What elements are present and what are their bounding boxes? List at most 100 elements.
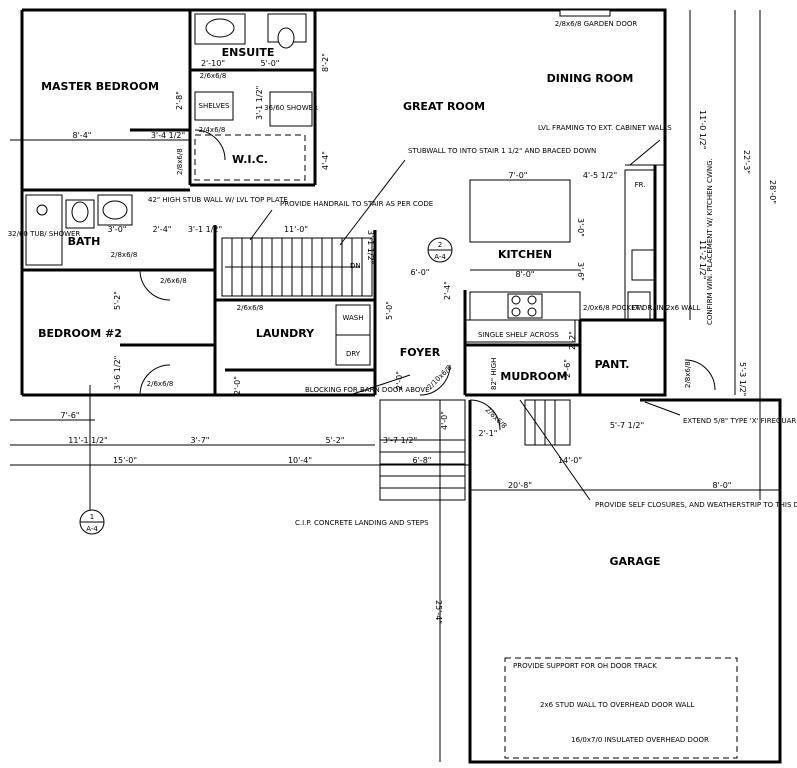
dimension-label: 11'-1 1/2" bbox=[68, 436, 107, 445]
garden-door[interactable] bbox=[559, 9, 611, 17]
dimension-label: 5'-0" bbox=[385, 301, 394, 320]
dimension-label: 22'-3" bbox=[742, 150, 751, 174]
section-marker-2[interactable]: 2 A-4 bbox=[427, 237, 453, 263]
dimension-label: 10'-4" bbox=[288, 456, 312, 465]
note-concrete: C.I.P. CONCRETE LANDING AND STEPS bbox=[295, 519, 429, 527]
dimension-lines bbox=[10, 10, 780, 762]
room-wic: W.I.C. bbox=[232, 153, 268, 166]
dimension-label: 3'-4 1/2" bbox=[151, 131, 185, 140]
room-laundry: LAUNDRY bbox=[256, 327, 315, 340]
room-dining-room: DINING ROOM bbox=[547, 72, 634, 85]
fixtures bbox=[25, 13, 738, 759]
dimension-label: 5'-2" bbox=[326, 436, 345, 445]
room-master-bedroom: MASTER BEDROOM bbox=[41, 80, 159, 93]
dimension-label: 2'-8" bbox=[175, 91, 184, 110]
note-confirm-window: CONFIRM WIN. PLACEMENT W/ KITCHEN CWNG. bbox=[706, 158, 714, 325]
dimension-label: 11'-0 1/2" bbox=[698, 110, 707, 149]
room-labels: ENSUITE MASTER BEDROOM GREAT ROOM DINING… bbox=[8, 46, 661, 568]
dimension-label: 3'-0" bbox=[576, 218, 585, 237]
dimension-label: 5'-3 1/2" bbox=[738, 362, 747, 396]
room-foyer: FOYER bbox=[400, 346, 441, 359]
dimension-label: 7'-0" bbox=[509, 171, 528, 180]
note-stub-wall-42: 42" HIGH STUB WALL W/ LVL TOP PLATE bbox=[148, 196, 288, 204]
label-dishwasher: DW bbox=[632, 304, 644, 312]
room-bedroom-2: BEDROOM #2 bbox=[38, 327, 122, 340]
dimension-label: 25'-4" bbox=[434, 600, 443, 624]
dimension-label: 2'-1" bbox=[479, 429, 498, 438]
dimension-label: 82" HIGH bbox=[490, 358, 498, 390]
section-marker-1[interactable]: 1 A-4 bbox=[79, 509, 105, 535]
note-blocking: BLOCKING FOR BARN DOOR ABOVE bbox=[305, 386, 430, 394]
door-tag: 2/6x6/8 bbox=[160, 277, 187, 285]
dimension-label: 4'-5 1/2" bbox=[583, 171, 617, 180]
room-kitchen: KITCHEN bbox=[498, 248, 552, 261]
dimension-label: 15'-0" bbox=[113, 456, 137, 465]
dimension-label: 5'-2" bbox=[113, 291, 122, 310]
label-shower: 36/60 SHOWER bbox=[264, 104, 318, 112]
note-oh-support: PROVIDE SUPPORT FOR OH DOOR TRACK bbox=[513, 662, 657, 670]
door-tag: 2/8x6/8 bbox=[684, 361, 692, 388]
door-tag: 2/6x6/8 bbox=[147, 380, 174, 388]
dimension-label: 20'-8" bbox=[508, 481, 532, 490]
dimension-label: 3'-6 1/2" bbox=[113, 356, 122, 390]
note-fireguard: EXTEND 5/8" TYPE 'X' FIREGUARD DRYWALL T… bbox=[683, 417, 797, 425]
dimension-label: 8'-4" bbox=[73, 131, 92, 140]
room-great-room: GREAT ROOM bbox=[403, 100, 485, 113]
label-shelves: SHELVES bbox=[199, 102, 230, 110]
dimension-label: 7'-6" bbox=[61, 411, 80, 420]
dimension-label: 3'-7 1/2" bbox=[383, 436, 417, 445]
leader-lines bbox=[249, 139, 681, 501]
door-tag: 2/8x6/8 bbox=[484, 406, 509, 431]
note-stubwall-stair: STUBWALL TO INTO STAIR 1 1/2" AND BRACED… bbox=[408, 147, 596, 155]
dimension-label: 2'-2" bbox=[568, 331, 577, 350]
label-tub-shower: 32/60 TUB/ SHOWER bbox=[8, 230, 81, 238]
dimension-label: 11'-0" bbox=[284, 225, 308, 234]
dimension-label: 5'-7 1/2" bbox=[610, 421, 644, 430]
dimension-label: 3'-1 1/2" bbox=[188, 225, 222, 234]
dimension-label: 2'-10" bbox=[201, 59, 225, 68]
dimension-label: 8'-2" bbox=[321, 53, 330, 72]
dimension-label: 3'-1 1/2" bbox=[366, 230, 375, 264]
dimension-label: 2'-6" bbox=[563, 359, 572, 378]
dimension-label: 8'-0" bbox=[516, 270, 535, 279]
note-pocket-door: 2/0x6/8 POCKET DR. IN 2x6 WALL bbox=[583, 304, 701, 312]
dimension-label: 2'-0" bbox=[233, 376, 242, 395]
notes: 2/8x6/8 GARDEN DOOR LVL FRAMING TO EXT. … bbox=[148, 20, 797, 744]
door-tag: 2/4x6/8 bbox=[199, 126, 226, 134]
label-fridge: FR. bbox=[635, 181, 646, 189]
note-garden-door: 2/8x6/8 GARDEN DOOR bbox=[555, 20, 638, 28]
door-tag: 2/6x6/8 bbox=[237, 304, 264, 312]
dimension-label: 2'-4" bbox=[443, 281, 452, 300]
dimension-label: 1 bbox=[90, 513, 94, 521]
room-garage: GARAGE bbox=[609, 555, 660, 568]
note-stud-wall: 2x6 STUD WALL TO OVERHEAD DOOR WALL bbox=[540, 701, 694, 709]
dimension-label: 3'-1 1/2" bbox=[255, 86, 264, 120]
dimension-label: 3'-6" bbox=[576, 262, 585, 281]
door-tag: 2/6x6/8 bbox=[200, 72, 227, 80]
room-mudroom: MUDROOM bbox=[500, 370, 567, 383]
dimension-label: 2 bbox=[438, 241, 442, 249]
dimension-label: 6'-0" bbox=[411, 268, 430, 277]
room-pantry: PANT. bbox=[595, 358, 630, 371]
room-bath: BATH bbox=[68, 235, 101, 248]
dimension-label: 5'-0" bbox=[261, 59, 280, 68]
exterior-walls bbox=[20, 8, 782, 764]
dimension-labels: 2'-10" 5'-0" 8'-2" 2'-8" 3'-1 1/2" 8'-4"… bbox=[61, 53, 777, 624]
dimension-label: A-4 bbox=[86, 525, 98, 533]
door-swings bbox=[139, 129, 716, 431]
dimension-label: 2'-4" bbox=[153, 225, 172, 234]
dimension-label: 3'-7" bbox=[191, 436, 210, 445]
label-washer: WASH bbox=[342, 314, 363, 322]
note-single-shelf: SINGLE SHELF ACROSS bbox=[478, 331, 559, 339]
door-tag: 2/8x6/8 bbox=[111, 251, 138, 259]
dimension-label: 4'-0" bbox=[440, 411, 449, 430]
dimension-label: 6'-8" bbox=[413, 456, 432, 465]
label-dryer: DRY bbox=[346, 350, 361, 358]
room-ensuite: ENSUITE bbox=[222, 46, 275, 59]
dimension-label: 2'-0" bbox=[395, 371, 404, 390]
dimension-label: 8'-0" bbox=[713, 481, 732, 490]
note-handrail: PROVIDE HANDRAIL TO STAIR AS PER CODE bbox=[280, 200, 433, 208]
note-overhead-door: 16/0x7/0 INSULATED OVERHEAD DOOR bbox=[571, 736, 709, 744]
dimension-label: 3'-0" bbox=[108, 225, 127, 234]
